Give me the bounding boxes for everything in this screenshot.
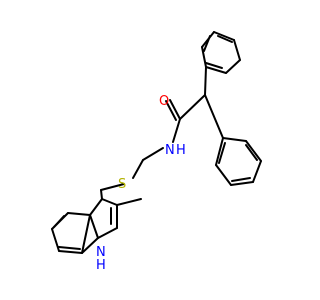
bond-24 xyxy=(142,147,164,161)
bond-16 xyxy=(215,137,224,166)
bond-0 xyxy=(213,31,235,41)
bond-41 xyxy=(58,246,81,250)
bond-25 xyxy=(132,159,144,179)
oxygen-atom-label: O xyxy=(159,94,169,109)
bond-35 xyxy=(67,212,91,216)
bond-17 xyxy=(245,144,258,161)
bond-42 xyxy=(81,237,99,254)
bond-26 xyxy=(100,183,125,191)
atom-label-layer: O N H S N H xyxy=(96,94,186,273)
bond-19 xyxy=(218,142,226,164)
bond-15 xyxy=(215,164,232,186)
bond-1 xyxy=(233,39,241,61)
bond-20 xyxy=(179,94,206,120)
bond-3 xyxy=(205,66,227,74)
bond-7 xyxy=(205,62,223,69)
bond-28 xyxy=(89,198,103,216)
bond-30 xyxy=(97,227,118,239)
indole-hydrogen-label: H xyxy=(96,258,106,273)
bond-32 xyxy=(101,198,118,206)
indole-nitrogen-label: N xyxy=(96,245,106,260)
bond-12 xyxy=(245,140,262,162)
bond-10 xyxy=(204,94,224,139)
bond-11 xyxy=(222,137,247,142)
bond-27 xyxy=(100,189,103,200)
bond-18 xyxy=(231,177,251,182)
bond-29 xyxy=(89,214,99,239)
bond-22 xyxy=(165,100,177,121)
bond-13 xyxy=(252,160,262,183)
bond-8 xyxy=(203,35,211,52)
sulfur-atom-label: S xyxy=(118,177,126,192)
bond-38 xyxy=(58,250,83,254)
bond-23 xyxy=(172,118,181,143)
bond-21 xyxy=(169,99,181,120)
bond-9 xyxy=(204,66,207,96)
amide-hydrogen-label: H xyxy=(176,143,186,158)
bond-39 xyxy=(81,214,91,254)
bond-34 xyxy=(116,198,142,206)
bond-2 xyxy=(225,59,241,74)
molecule-diagram: O N H S N H xyxy=(51,31,262,273)
bond-37 xyxy=(51,228,60,252)
bond-40 xyxy=(53,215,65,228)
bond-14 xyxy=(230,181,254,186)
amide-nitrogen-label: N xyxy=(165,143,175,158)
bond-6 xyxy=(217,35,233,43)
bond-layer xyxy=(51,31,262,254)
